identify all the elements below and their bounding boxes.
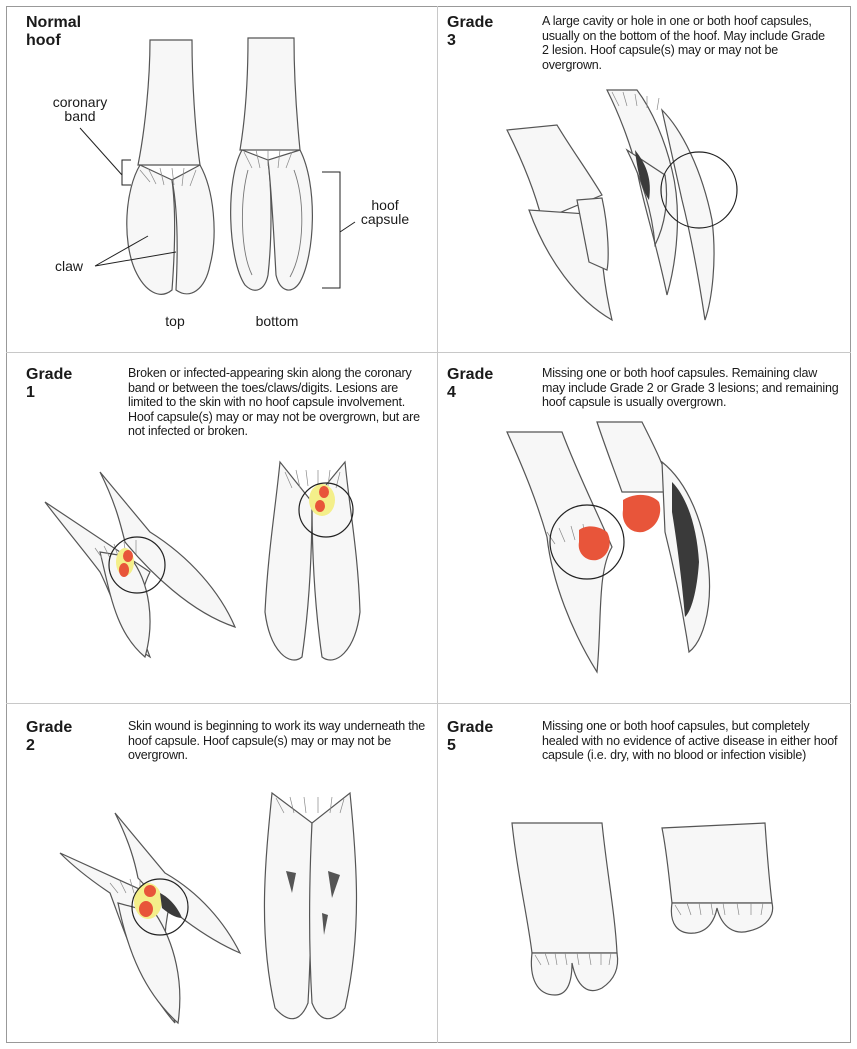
hoof-bottom-view <box>231 38 313 290</box>
healed-hoof-right <box>662 823 773 933</box>
hoof-side-view <box>507 422 710 672</box>
hoof-side-view <box>45 472 235 657</box>
hoof-side-view <box>60 813 240 1023</box>
healed-hoof-left <box>512 823 618 995</box>
grade-5-illustration <box>437 703 857 1048</box>
hoof-top-view <box>127 40 214 294</box>
hoof-bottom-view <box>264 793 356 1019</box>
hoof-side-view <box>507 90 737 320</box>
hoof-bottom-view <box>265 462 360 660</box>
grade-1-illustration <box>0 352 437 704</box>
grade-3-illustration <box>437 0 857 352</box>
grade-4-illustration <box>437 352 857 704</box>
grade-2-illustration <box>0 703 437 1048</box>
